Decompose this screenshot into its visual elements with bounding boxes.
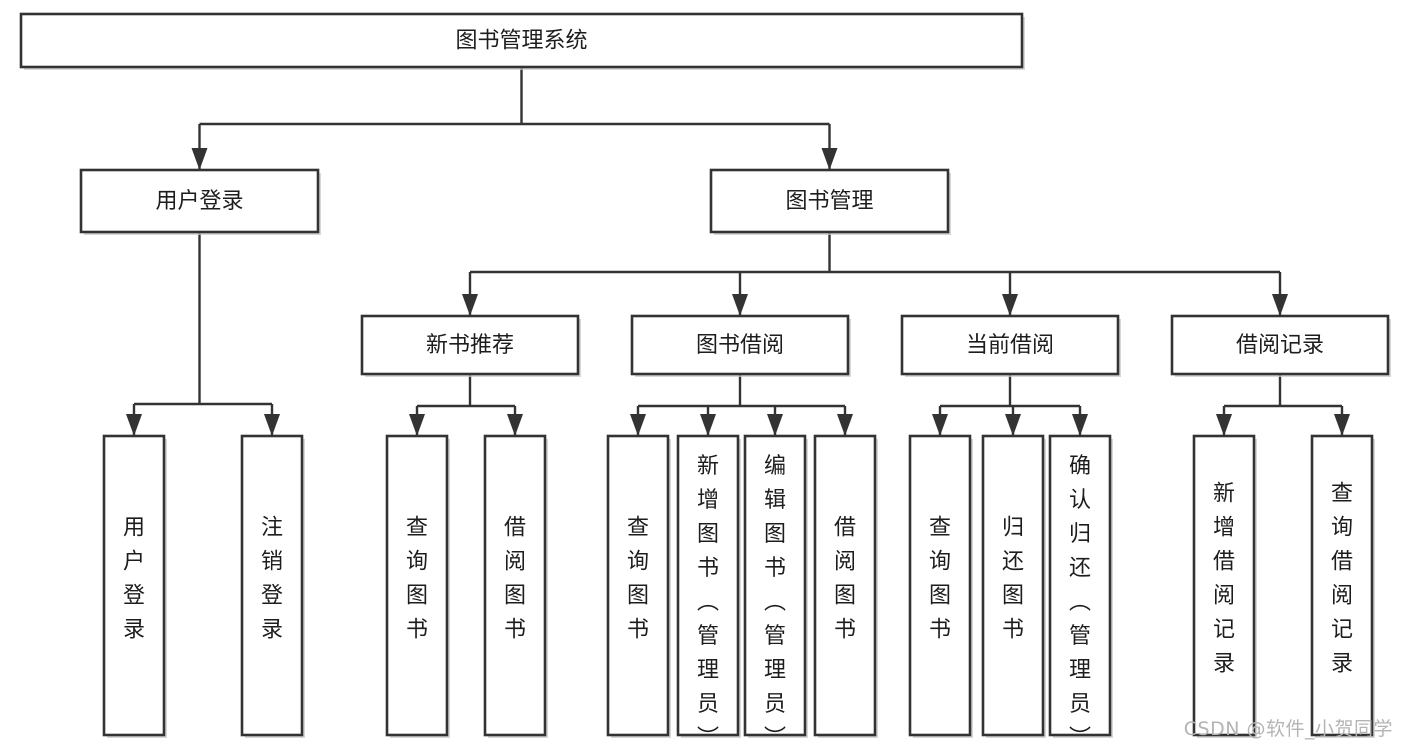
arrow-head-icon bbox=[1005, 414, 1021, 436]
node-label: 查询图书 bbox=[406, 516, 428, 643]
node-new-book-recommend[interactable]: 新书推荐 bbox=[360, 314, 581, 377]
arrow-head-icon bbox=[1216, 414, 1232, 436]
arrow-head-icon bbox=[507, 414, 523, 436]
node-leaf-return-book[interactable]: 归还图书 bbox=[981, 434, 1046, 738]
arrow-head-icon bbox=[767, 414, 783, 436]
arrow-head-icon bbox=[264, 414, 280, 436]
arrow-head-icon bbox=[700, 414, 716, 436]
node-label: 归还图书 bbox=[1002, 516, 1024, 643]
node-leaf-edit-book[interactable]: 编辑图书︵管理员︶ bbox=[743, 434, 808, 747]
arrow-head-icon bbox=[837, 414, 853, 436]
node-root-title[interactable]: 图书管理系统 bbox=[19, 12, 1025, 70]
node-leaf-borrow-book[interactable]: 借阅图书 bbox=[813, 434, 878, 738]
node-label: 编辑图书︵管理员︶ bbox=[764, 454, 786, 747]
node-label: 图书管理 bbox=[785, 189, 873, 214]
arrow-head-icon bbox=[821, 148, 838, 170]
node-leaf-query-book-cur[interactable]: 查询图书 bbox=[908, 434, 973, 738]
arrow-head-icon bbox=[462, 294, 478, 316]
node-label: 图书管理系统 bbox=[455, 29, 587, 54]
arrow-head-icon bbox=[1002, 294, 1018, 316]
node-label: 查询图书 bbox=[627, 516, 649, 643]
node-book-manage[interactable]: 图书管理 bbox=[709, 168, 951, 235]
arrow-head-icon bbox=[409, 414, 425, 436]
node-user-login[interactable]: 用户登录 bbox=[79, 168, 321, 235]
node-leaf-query-book-rec[interactable]: 查询图书 bbox=[385, 434, 450, 738]
node-leaf-query-book-borrow[interactable]: 查询图书 bbox=[606, 434, 671, 738]
node-label: 新增借阅记录 bbox=[1213, 482, 1235, 677]
arrow-head-icon bbox=[732, 294, 748, 316]
node-label: 借阅记录 bbox=[1236, 333, 1324, 358]
node-leaf-query-record[interactable]: 查询借阅记录 bbox=[1310, 434, 1375, 738]
node-leaf-borrow-book-rec[interactable]: 借阅图书 bbox=[483, 434, 548, 738]
arrow-head-icon bbox=[1072, 414, 1088, 436]
arrow-head-icon bbox=[191, 148, 208, 170]
node-label: 新书推荐 bbox=[426, 333, 514, 358]
node-leaf-logout-login[interactable]: 注销登录 bbox=[240, 434, 305, 738]
node-label: 用户登录 bbox=[155, 189, 243, 214]
node-borrow-records[interactable]: 借阅记录 bbox=[1170, 314, 1391, 377]
node-label: 借阅图书 bbox=[834, 516, 856, 643]
node-leaf-add-record[interactable]: 新增借阅记录 bbox=[1192, 434, 1257, 738]
arrow-head-icon bbox=[1334, 414, 1350, 436]
node-leaf-user-login[interactable]: 用户登录 bbox=[102, 434, 167, 738]
node-current-borrow[interactable]: 当前借阅 bbox=[900, 314, 1121, 377]
arrow-head-icon bbox=[126, 414, 142, 436]
node-book-borrow[interactable]: 图书借阅 bbox=[630, 314, 851, 377]
arrow-head-icon bbox=[1272, 294, 1288, 316]
node-leaf-confirm-return[interactable]: 确认归还︵管理员︶ bbox=[1048, 434, 1113, 747]
node-label: 当前借阅 bbox=[966, 333, 1054, 358]
node-label: 注销登录 bbox=[261, 516, 283, 643]
node-label: 图书借阅 bbox=[696, 333, 784, 358]
arrow-head-icon bbox=[630, 414, 646, 436]
node-leaf-add-book[interactable]: 新增图书︵管理员︶ bbox=[676, 434, 741, 747]
node-label: 查询图书 bbox=[929, 516, 951, 643]
node-label: 确认归还︵管理员︶ bbox=[1069, 454, 1091, 747]
node-label: 用户登录 bbox=[123, 516, 145, 643]
arrow-head-icon bbox=[932, 414, 948, 436]
node-label: 新增图书︵管理员︶ bbox=[697, 454, 719, 747]
node-label: 借阅图书 bbox=[504, 516, 526, 643]
node-label: 查询借阅记录 bbox=[1331, 482, 1353, 677]
